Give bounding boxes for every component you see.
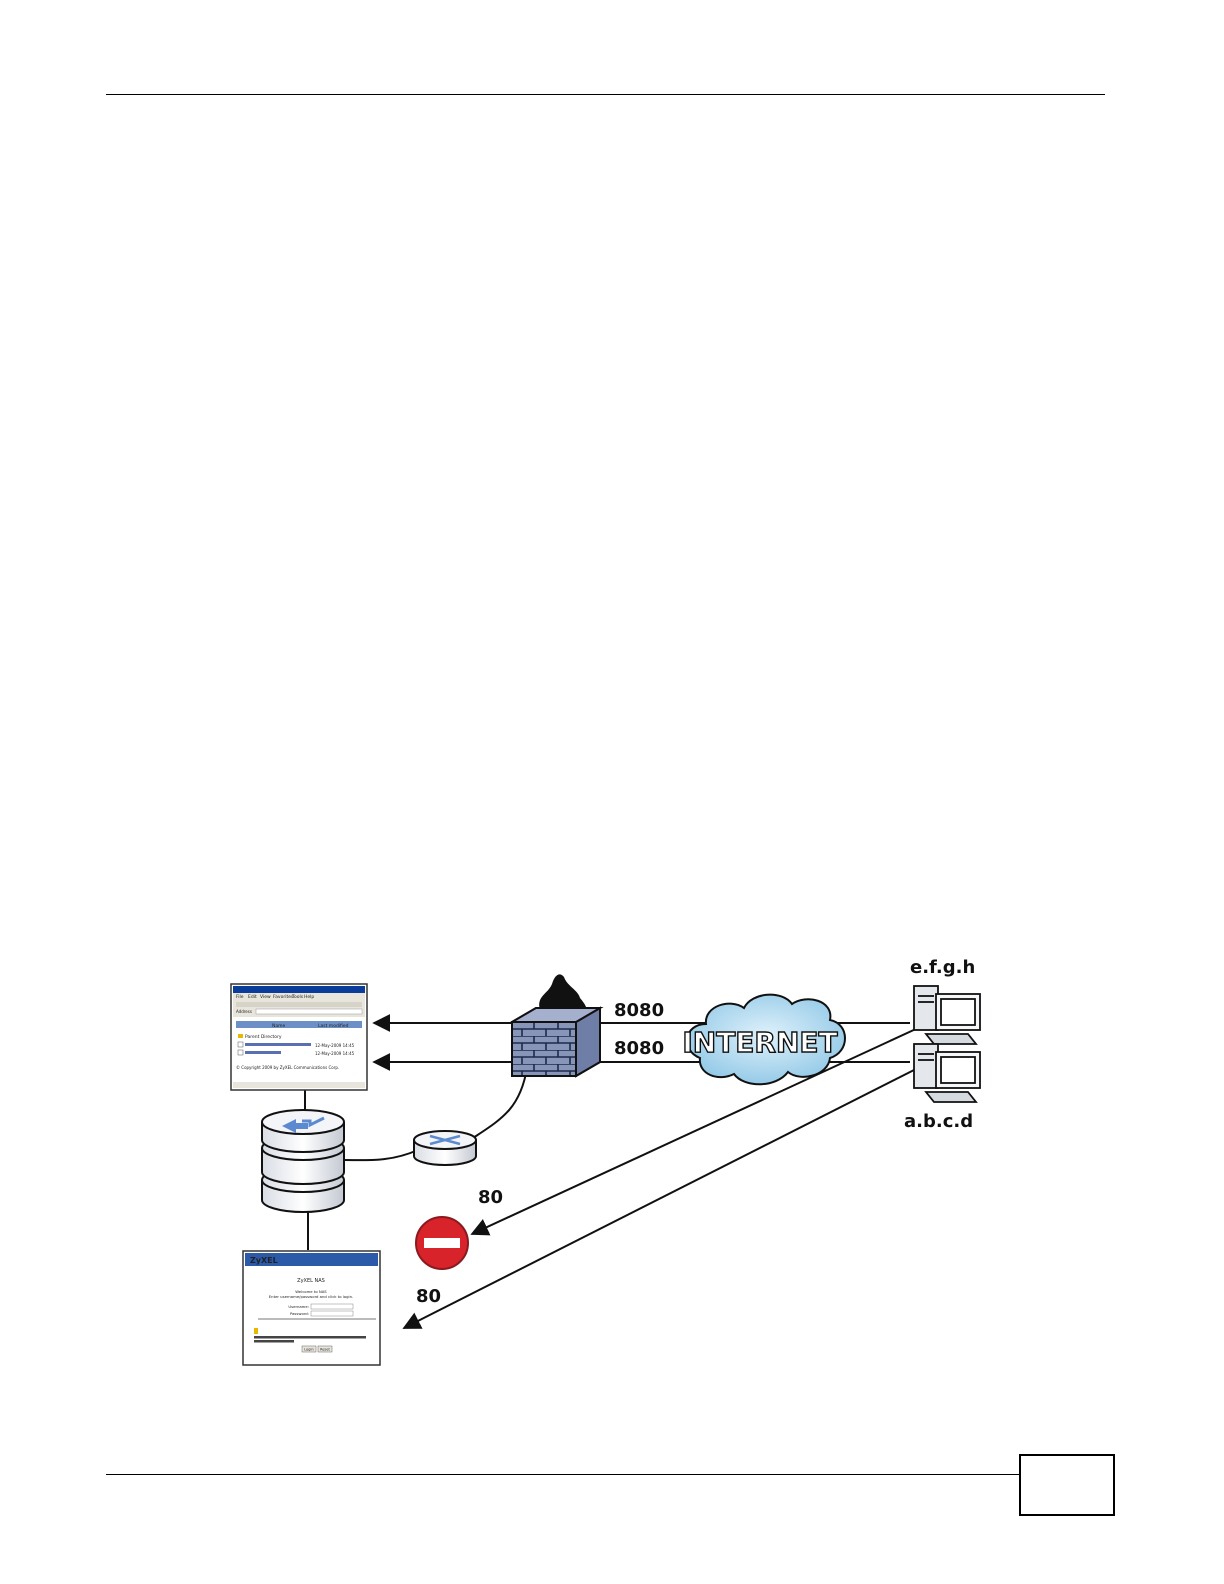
svg-text:Login: Login xyxy=(304,1348,313,1352)
svg-text:Reset: Reset xyxy=(320,1348,330,1352)
no-entry-icon xyxy=(415,1216,469,1270)
svg-text:Last modified: Last modified xyxy=(318,1023,349,1029)
arrow-allowed-80 xyxy=(402,1067,919,1329)
svg-text:Help: Help xyxy=(304,994,314,1000)
host-label-bottom: a.b.c.d xyxy=(904,1111,973,1132)
login-page-window: ZyXEL ZyXEL NAS Welcome to NAS Enter use… xyxy=(242,1250,381,1366)
firewall-icon xyxy=(508,974,604,1078)
svg-text:Welcome to NAS: Welcome to NAS xyxy=(295,1289,327,1294)
svg-text:Password:: Password: xyxy=(290,1311,309,1316)
cable-router-nas xyxy=(343,1149,419,1162)
svg-text:Enter username/password and cl: Enter username/password and click to log… xyxy=(269,1294,353,1299)
nas-storage-icon xyxy=(261,1109,345,1213)
host-label-top: e.f.g.h xyxy=(910,957,975,978)
header-rule xyxy=(106,94,1105,95)
file-browser-window: File Edit View Favorites Tools Help Addr… xyxy=(230,983,368,1091)
port-label-blocked: 80 xyxy=(478,1187,503,1208)
svg-text:© Copyright 2009 by ZyXEL Comm: © Copyright 2009 by ZyXEL Communications… xyxy=(236,1065,339,1070)
svg-text:12-May-2009 14:45: 12-May-2009 14:45 xyxy=(315,1043,355,1048)
svg-text:View: View xyxy=(260,994,271,1000)
port-label-lower: 8080 xyxy=(614,1038,664,1059)
svg-text:ZyXEL NAS: ZyXEL NAS xyxy=(297,1278,325,1284)
svg-text:Tools: Tools xyxy=(291,994,304,1000)
svg-text:12-May-2009 14:45: 12-May-2009 14:45 xyxy=(315,1051,355,1056)
svg-text:ZyXEL: ZyXEL xyxy=(250,1256,278,1265)
svg-text:Edit: Edit xyxy=(248,994,257,1000)
svg-text:Parent Directory: Parent Directory xyxy=(245,1034,282,1040)
router-icon xyxy=(413,1130,477,1166)
internet-label: INTERNET xyxy=(682,1026,837,1059)
svg-text:File: File xyxy=(236,994,244,1000)
page-number-box xyxy=(1019,1454,1115,1516)
svg-text:Name: Name xyxy=(272,1023,286,1029)
cable-firewall-router xyxy=(469,1067,528,1141)
arrow-blocked-80 xyxy=(470,1027,919,1236)
internet-cloud-icon: INTERNET xyxy=(682,993,846,1086)
port-label-upper: 8080 xyxy=(614,1000,664,1021)
computer-top-icon xyxy=(913,985,981,1045)
svg-text:Address: Address xyxy=(236,1009,252,1014)
svg-text:Favorites: Favorites xyxy=(273,994,294,1000)
footer-rule xyxy=(106,1474,1019,1475)
svg-text:Username:: Username: xyxy=(288,1304,309,1309)
port-label-allowed: 80 xyxy=(416,1286,441,1307)
computer-bottom-icon xyxy=(913,1043,981,1103)
